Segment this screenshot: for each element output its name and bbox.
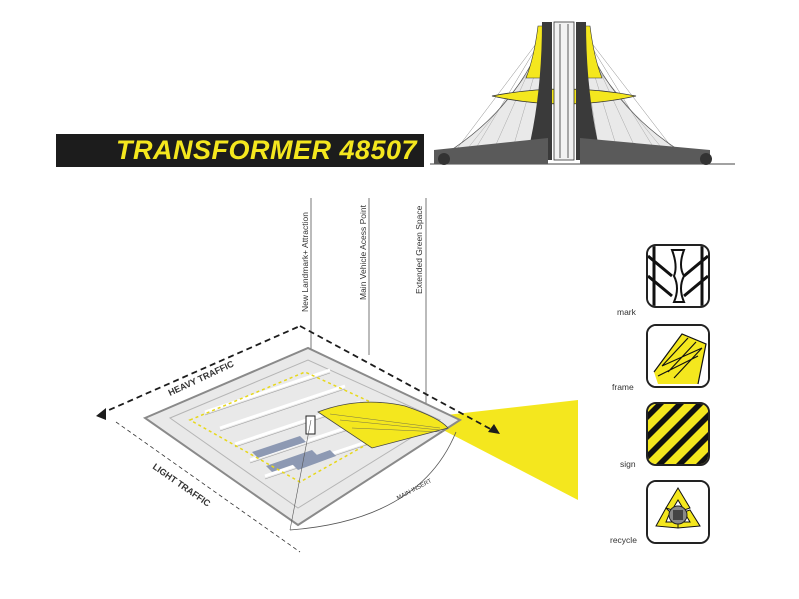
- legend-label-mark: mark: [617, 307, 636, 317]
- mark-icon: [646, 244, 710, 308]
- title-banner: [56, 134, 424, 167]
- label-main-insert: MAIN INSERT: [396, 478, 433, 502]
- sign-icon: [646, 402, 710, 466]
- page-title: TRANSFORMER 48507: [116, 135, 418, 165]
- recycle-icon: [646, 480, 710, 544]
- frame-icon: [646, 324, 710, 388]
- tower-elevation: [430, 21, 735, 165]
- legend-label-frame: frame: [612, 382, 634, 392]
- legend-label-sign: sign: [620, 459, 636, 469]
- legend-label-recycle: recycle: [610, 535, 637, 545]
